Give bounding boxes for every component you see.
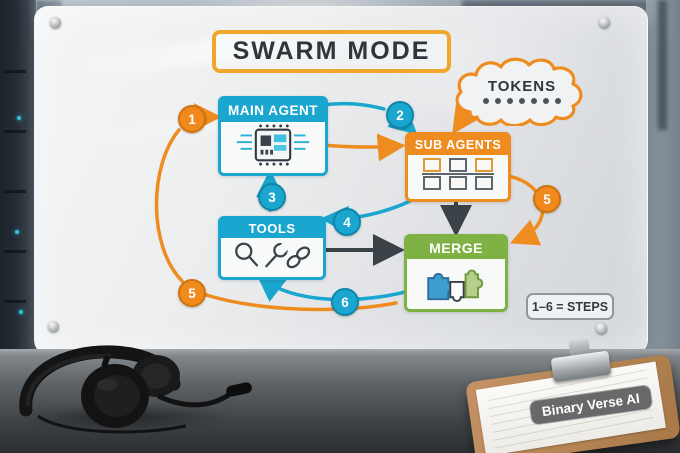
step-badge-5-right: 5 <box>533 185 561 213</box>
step-badge-3: 3 <box>258 183 286 211</box>
step-badge-2: 2 <box>386 101 414 129</box>
standoff-screw <box>599 17 610 28</box>
standoff-screw <box>48 321 59 332</box>
cable <box>37 414 187 434</box>
step-badge-1: 1 <box>178 105 206 133</box>
link-icon <box>286 254 301 268</box>
rack-led <box>19 310 23 314</box>
merge-label: MERGE <box>429 240 483 256</box>
tools-icons <box>235 240 311 268</box>
rack-led <box>17 116 21 120</box>
token-dots <box>450 98 594 104</box>
sub-agents-label: SUB AGENTS <box>414 138 502 152</box>
steps-legend: 1–6 = STEPS <box>526 293 614 320</box>
node-merge: MERGE <box>404 234 508 312</box>
wrench-icon <box>265 254 277 267</box>
step-badge-6: 6 <box>331 288 359 316</box>
tokens-cloud: TOKENS <box>450 54 594 128</box>
tools-label: TOOLS <box>248 221 296 236</box>
chip-icon <box>236 123 310 166</box>
node-sub-agents: SUB AGENTS <box>405 132 511 202</box>
tools-header: TOOLS <box>221 219 323 238</box>
merge-header: MERGE <box>407 237 505 259</box>
window-mullion <box>658 0 667 130</box>
main-agent-header: MAIN AGENT <box>221 99 325 122</box>
cloud-label: TOKENS <box>487 78 557 95</box>
node-tools: TOOLS <box>218 216 326 280</box>
title-label: SWARM MODE <box>232 37 431 65</box>
nodes-icon <box>422 158 494 190</box>
puzzle-icon <box>427 269 484 303</box>
rack-led <box>15 230 19 234</box>
sub-agents-header: SUB AGENTS <box>408 135 508 155</box>
magnifier-icon <box>235 242 253 260</box>
standoff-screw <box>50 17 61 28</box>
page-title: SWARM MODE <box>212 30 451 73</box>
headphones <box>19 345 252 434</box>
step-badge-5-left: 5 <box>178 279 206 307</box>
main-agent-label: MAIN AGENT <box>228 103 318 118</box>
node-main-agent: MAIN AGENT <box>218 96 328 176</box>
cloud-outline-icon <box>455 57 583 128</box>
standoff-screw <box>596 323 607 334</box>
server-rack <box>0 0 36 360</box>
mic-boom <box>156 391 232 408</box>
mic-capsule <box>226 382 252 397</box>
legend-label: 1–6 = STEPS <box>531 299 609 314</box>
step-badge-4: 4 <box>333 208 361 236</box>
